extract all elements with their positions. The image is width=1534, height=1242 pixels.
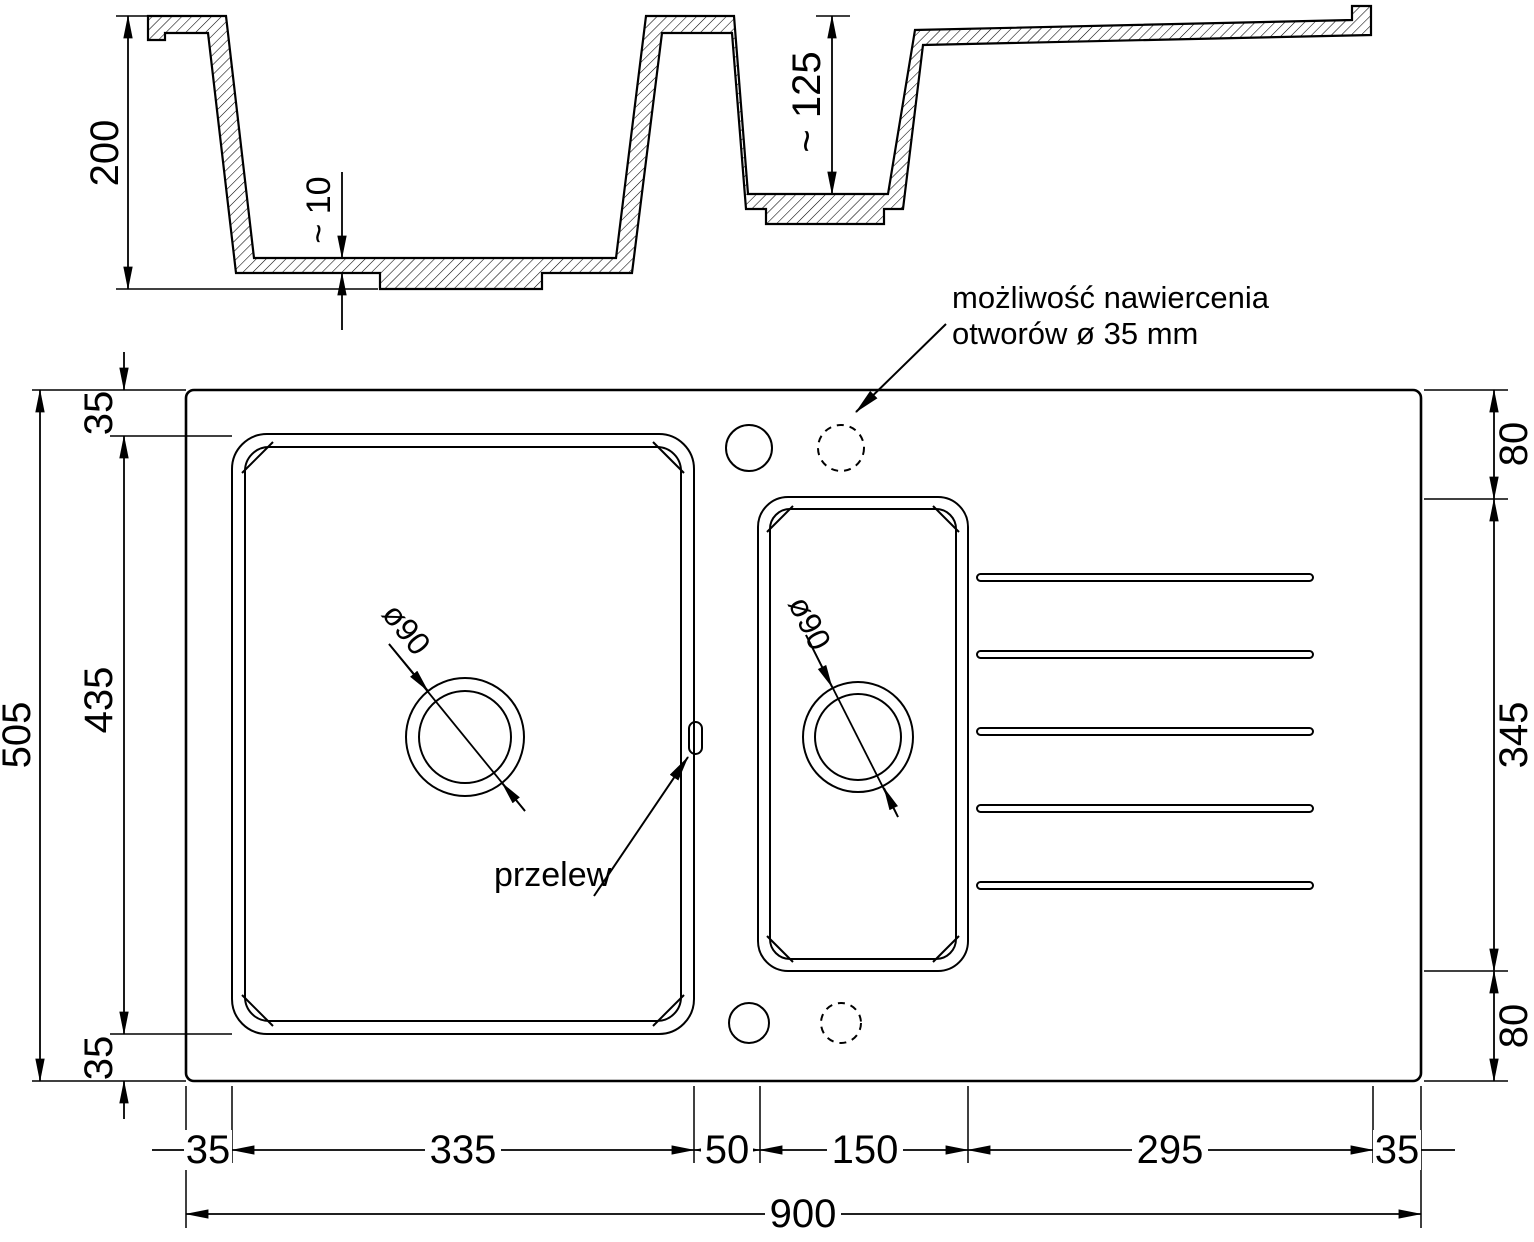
- drain-left-label: ø90: [375, 596, 438, 662]
- dim-label-200: 200: [83, 120, 127, 187]
- dim-label-435: 435: [77, 667, 121, 734]
- dim-label-50: 50: [705, 1128, 750, 1172]
- second-bowl: ø90: [757, 496, 969, 972]
- overflow-slot: [688, 721, 703, 755]
- drainer-groove: [976, 650, 1314, 659]
- annotation-drill-note: możliwość nawiercenia otworów ø 35 mm: [855, 280, 1270, 413]
- faucet-hole-bottom-optional: [820, 1002, 862, 1044]
- faucet-holes: [725, 424, 865, 1044]
- faucet-hole-top-optional: [817, 424, 865, 472]
- dim-label-295: 295: [1137, 1128, 1204, 1172]
- dim-label-505: 505: [0, 702, 39, 769]
- drainer-groove: [976, 573, 1314, 582]
- annotation-leader-arrow: [855, 323, 947, 413]
- dim-label-900: 900: [770, 1192, 837, 1236]
- drainer-groove: [976, 804, 1314, 813]
- dim-bowl2-depth: ~ 125: [785, 15, 850, 195]
- faucet-hole-bottom: [728, 1002, 770, 1044]
- dim-label-35-top: 35: [77, 391, 121, 436]
- cross-section-view: 200 ~ 10 ~ 125: [83, 4, 1373, 330]
- dim-label-10: ~ 10: [300, 176, 338, 243]
- annotation-line1: możliwość nawiercenia: [952, 280, 1270, 315]
- drain-right: ø90: [781, 590, 914, 818]
- drain-right-label: ø90: [781, 590, 838, 655]
- sink-wall-section: [146, 4, 1373, 291]
- drain-left: ø90: [375, 596, 526, 812]
- sink-outline: [184, 388, 1423, 1083]
- annotation-line2: otworów ø 35 mm: [952, 316, 1198, 351]
- drainer-grooves: [976, 573, 1314, 890]
- dim-label-80-bottom: 80: [1492, 1004, 1534, 1049]
- dimensions-bottom: 35 335 50 150 295 35 900: [152, 1086, 1455, 1236]
- dimensions-right: 80 345 80: [1424, 389, 1534, 1082]
- przelew-label: przelew: [494, 856, 612, 894]
- dim-label-35-b1: 35: [186, 1128, 231, 1172]
- dim-label-345: 345: [1492, 702, 1534, 769]
- faucet-hole-top: [725, 424, 773, 472]
- przelew-leader-arrow: [593, 756, 689, 897]
- dim-label-125: ~ 125: [785, 51, 829, 152]
- dim-label-35-b2: 35: [1375, 1128, 1420, 1172]
- drainer-groove: [976, 881, 1314, 890]
- left-bowl: ø90 przelew: [231, 433, 703, 1035]
- dim-label-335: 335: [430, 1128, 497, 1172]
- dimensions-left: 505 35 435 35: [0, 352, 232, 1119]
- dim-bottom-thickness: ~ 10: [300, 172, 347, 330]
- dim-label-150: 150: [832, 1128, 899, 1172]
- dim-section-depth: 200: [83, 15, 378, 290]
- dim-label-80-top: 80: [1492, 422, 1534, 467]
- dim-label-35-bottom: 35: [77, 1036, 121, 1081]
- plan-view: ø90 przelew ø90: [184, 388, 1423, 1083]
- drainer-groove: [976, 727, 1314, 736]
